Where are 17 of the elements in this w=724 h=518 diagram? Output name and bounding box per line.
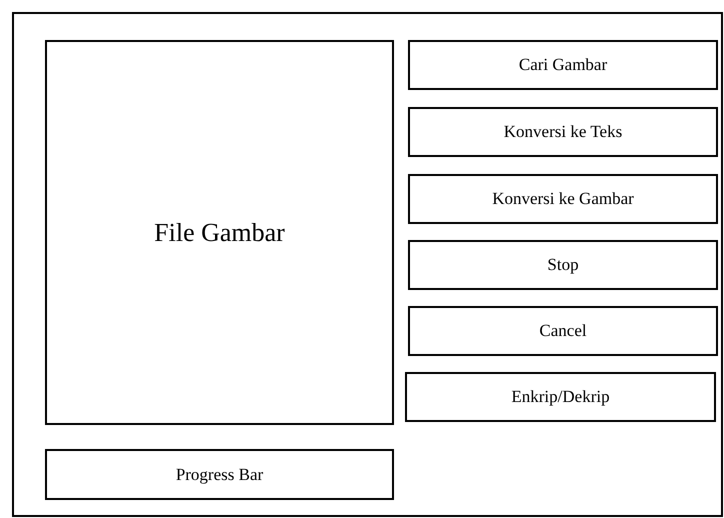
button	[408, 306, 718, 356]
button-label: Konversi ke Gambar	[492, 189, 634, 209]
panel-label: File Gambar	[154, 218, 285, 248]
button-label: Stop	[547, 255, 579, 275]
window-frame	[12, 12, 723, 517]
button	[408, 174, 718, 224]
bar-label: Progress Bar	[176, 464, 264, 484]
button	[408, 40, 718, 90]
image-preview-panel	[45, 40, 394, 425]
button-label: Konversi ke Teks	[504, 122, 622, 142]
button	[405, 372, 716, 422]
button-label: Cari Gambar	[518, 55, 608, 75]
button-label: Enkrip/Dekrip	[511, 387, 610, 407]
progress-bar	[45, 449, 394, 500]
button	[408, 107, 718, 157]
button-label: Cancel	[539, 321, 587, 341]
button	[408, 240, 718, 290]
